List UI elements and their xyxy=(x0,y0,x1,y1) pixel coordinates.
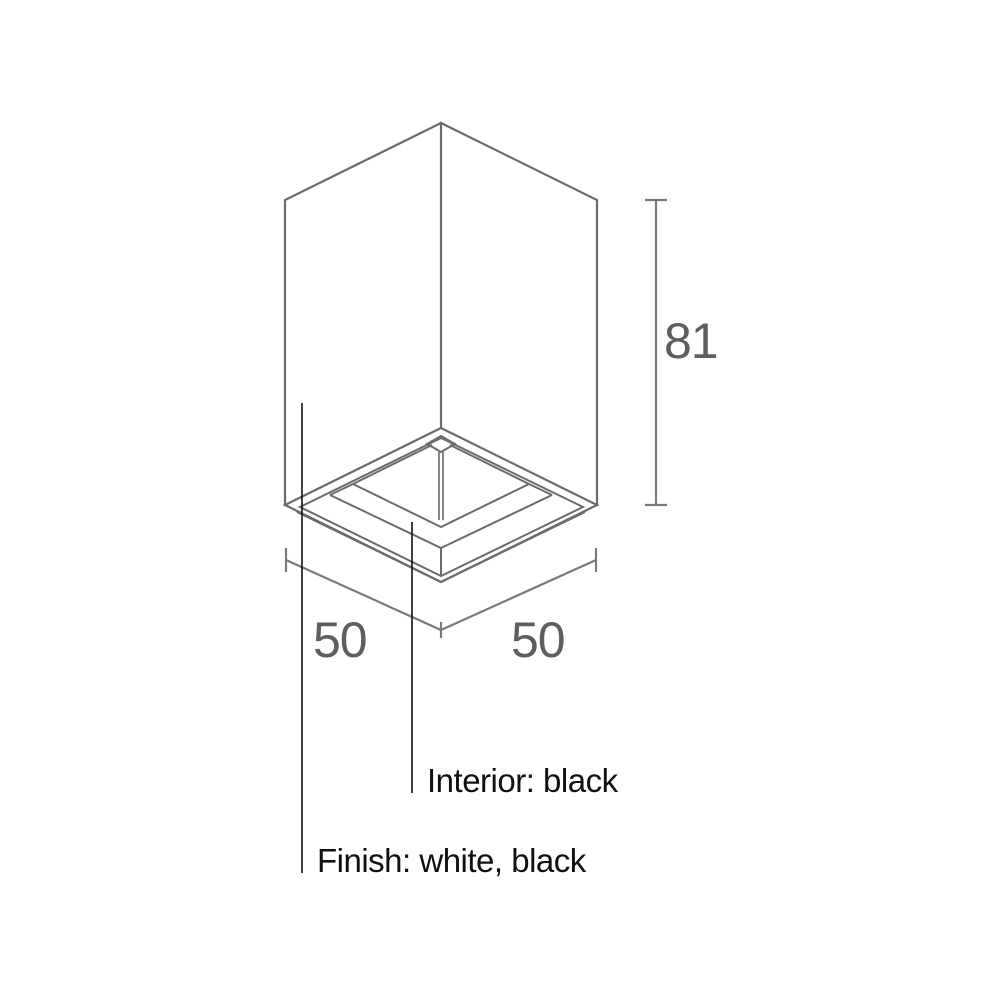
height-dimension xyxy=(645,198,667,507)
fixture-body xyxy=(283,121,599,507)
leader-lines xyxy=(301,403,413,873)
fixture-opening xyxy=(282,426,600,584)
reflector-step-right xyxy=(528,483,553,496)
reflector-step-left xyxy=(329,483,354,496)
height-label: 81 xyxy=(664,313,719,369)
bezel-front-upper xyxy=(329,494,553,550)
reflector-ledge xyxy=(352,483,530,529)
inner-rim xyxy=(297,436,586,578)
width-right-label: 50 xyxy=(511,612,566,668)
width-dimension xyxy=(284,548,598,638)
width-left-label: 50 xyxy=(313,612,368,668)
bezel-front-lower xyxy=(296,511,586,584)
led-module xyxy=(424,434,458,454)
cavity-right-edge xyxy=(449,444,530,485)
cavity-left-edge xyxy=(352,444,433,485)
finish-annotation: Finish: white, black xyxy=(317,842,586,879)
interior-annotation: Interior: black xyxy=(427,762,618,799)
